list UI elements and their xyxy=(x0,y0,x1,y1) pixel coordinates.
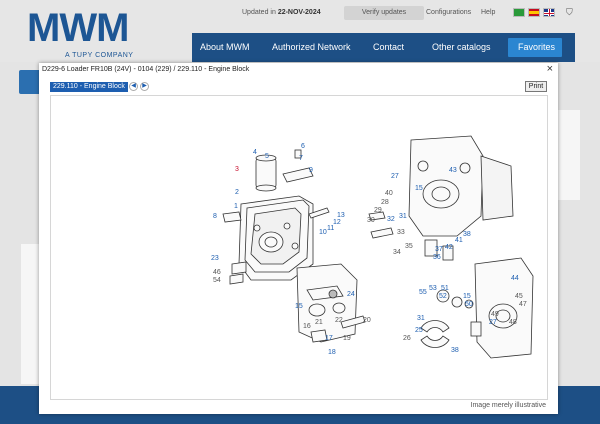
nav-authorized-network[interactable]: Authorized Network xyxy=(272,42,351,52)
callout-15b[interactable]: 15 xyxy=(295,303,303,310)
callout-31[interactable]: 31 xyxy=(399,213,407,220)
callout-40[interactable]: 40 xyxy=(385,190,393,197)
callout-26[interactable]: 26 xyxy=(403,335,411,342)
callout-21[interactable]: 21 xyxy=(315,319,323,326)
callout-30[interactable]: 30 xyxy=(367,217,375,224)
nav-favorites[interactable]: Favorites xyxy=(518,42,556,52)
nav-other-catalogs[interactable]: Other catalogs xyxy=(432,42,491,52)
callout-11[interactable]: 11 xyxy=(327,225,334,232)
oil-pump-drawing xyxy=(296,263,366,343)
callout-18[interactable]: 18 xyxy=(328,349,336,356)
callout-47[interactable]: 47 xyxy=(519,301,527,308)
callout-25[interactable]: 25 xyxy=(415,327,423,334)
updated-label: Updated in xyxy=(242,9,276,16)
callout-41[interactable]: 41 xyxy=(455,237,463,244)
logo-tagline: A TUPY COMPANY xyxy=(65,52,134,59)
callout-12[interactable]: 12 xyxy=(333,219,341,226)
arrow-right-icon[interactable]: ▶ xyxy=(140,82,149,91)
callout-48[interactable]: 48 xyxy=(509,319,517,326)
updated-date: 22-NOV-2024 xyxy=(277,9,321,16)
print-button[interactable]: Print xyxy=(525,81,547,92)
callout-31b[interactable]: 31 xyxy=(417,315,425,322)
callout-42[interactable]: 42 xyxy=(445,244,453,251)
nav-favorites-button[interactable] xyxy=(508,38,562,57)
background-panel xyxy=(558,110,580,200)
modal-breadcrumb: D229-6 Loader FR10B (24V) - 0104 (229) /… xyxy=(42,66,250,73)
callout-23[interactable]: 23 xyxy=(211,255,219,262)
callout-27b[interactable]: 27 xyxy=(489,319,497,326)
callout-32[interactable]: 32 xyxy=(387,216,395,223)
callout-5[interactable]: 5 xyxy=(265,153,269,160)
callout-9[interactable]: 9 xyxy=(309,167,313,174)
callout-50[interactable]: 50 xyxy=(465,301,473,308)
callout-6[interactable]: 6 xyxy=(301,143,305,150)
flag-brazil-icon[interactable] xyxy=(513,8,525,17)
timing-cover-drawing xyxy=(368,135,514,261)
diagram-modal: D229-6 Loader FR10B (24V) - 0104 (229) /… xyxy=(39,63,558,414)
background-panel xyxy=(21,244,43,384)
language-flags xyxy=(513,8,555,17)
callout-labels: 1 2 3 4 5 6 7 8 9 10 11 12 13 23 46 54 2… xyxy=(211,143,527,356)
callout-24[interactable]: 24 xyxy=(347,291,355,298)
help-link[interactable]: Help xyxy=(481,9,496,16)
callout-34[interactable]: 34 xyxy=(393,249,401,256)
arrow-left-icon[interactable]: ◀ xyxy=(129,82,138,91)
callout-2[interactable]: 2 xyxy=(235,189,239,196)
nav-contact[interactable]: Contact xyxy=(373,42,405,52)
callout-45[interactable]: 45 xyxy=(515,293,523,300)
diagram-svg: 1 2 3 4 5 6 7 8 9 10 11 12 13 23 46 54 2… xyxy=(211,135,534,359)
callout-1[interactable]: 1 xyxy=(234,203,238,210)
flywheel-housing-drawing xyxy=(420,257,534,359)
callout-36[interactable]: 36 xyxy=(433,254,441,261)
callout-38b[interactable]: 38 xyxy=(451,347,459,354)
callout-16[interactable]: 16 xyxy=(303,323,311,330)
update-info: Updated in 22-NOV-2024 xyxy=(242,9,321,16)
group-selector[interactable]: 229.110 - Engine Block xyxy=(50,82,128,92)
site-header: MWM A TUPY COMPANY Updated in 22-NOV-202… xyxy=(0,0,600,62)
callout-22[interactable]: 22 xyxy=(335,317,343,324)
callout-35[interactable]: 35 xyxy=(405,243,413,250)
callout-55[interactable]: 55 xyxy=(419,289,427,296)
callout-27[interactable]: 27 xyxy=(391,173,399,180)
callout-15c[interactable]: 15 xyxy=(463,293,471,300)
callout-3[interactable]: 3 xyxy=(235,166,239,173)
callout-54[interactable]: 54 xyxy=(213,277,221,284)
flag-spain-icon[interactable] xyxy=(528,8,540,17)
illustrative-note: Image merely illustrative xyxy=(470,402,546,409)
callout-29[interactable]: 29 xyxy=(374,207,382,214)
callout-52[interactable]: 52 xyxy=(439,293,447,300)
engine-block-drawing xyxy=(222,149,330,285)
flag-uk-icon[interactable] xyxy=(543,8,555,17)
callout-4[interactable]: 4 xyxy=(253,149,257,156)
callout-51[interactable]: 51 xyxy=(441,285,449,292)
callout-19[interactable]: 19 xyxy=(343,335,351,342)
callout-33[interactable]: 33 xyxy=(397,229,405,236)
logo-wordmark: MWM xyxy=(27,6,129,50)
callout-15[interactable]: 15 xyxy=(415,185,423,192)
verify-updates-button[interactable]: Verify updates xyxy=(344,6,424,20)
callout-28[interactable]: 28 xyxy=(381,199,389,206)
configurations-link[interactable]: Configurations xyxy=(426,9,472,16)
callout-49[interactable]: 49 xyxy=(491,311,499,318)
callout-43[interactable]: 43 xyxy=(449,167,457,174)
mwm-logo[interactable]: MWM A TUPY COMPANY xyxy=(27,8,151,60)
callout-44[interactable]: 44 xyxy=(511,275,519,282)
callout-38[interactable]: 38 xyxy=(463,231,471,238)
shield-icon[interactable]: ⛉ xyxy=(566,7,573,17)
callout-8[interactable]: 8 xyxy=(213,213,217,220)
callout-17[interactable]: 17 xyxy=(325,335,333,342)
nav-about[interactable]: About MWM xyxy=(200,42,250,52)
callout-53[interactable]: 53 xyxy=(429,285,437,292)
callout-7[interactable]: 7 xyxy=(299,155,303,162)
close-icon[interactable]: × xyxy=(546,63,553,75)
callout-20[interactable]: 20 xyxy=(363,317,371,324)
callout-10[interactable]: 10 xyxy=(319,229,327,236)
exploded-diagram: 1 2 3 4 5 6 7 8 9 10 11 12 13 23 46 54 2… xyxy=(50,95,548,400)
callout-13[interactable]: 13 xyxy=(337,212,345,219)
main-nav: About MWM Authorized Network Contact Oth… xyxy=(192,33,575,62)
callout-46[interactable]: 46 xyxy=(213,269,221,276)
callout-37[interactable]: 37 xyxy=(435,246,443,253)
